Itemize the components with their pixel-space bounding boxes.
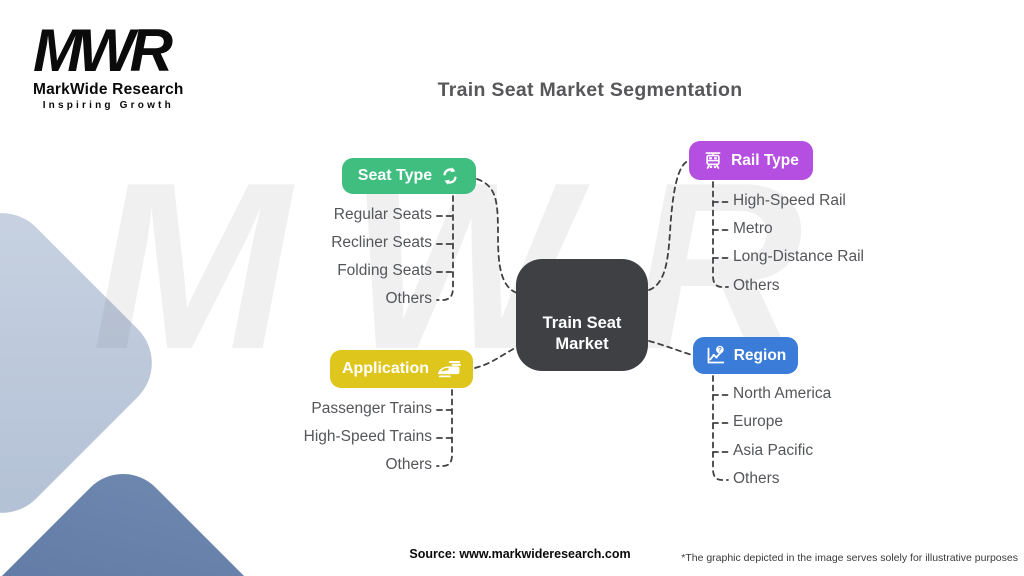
leaf-long-distance-rail: Long-Distance Rail — [733, 248, 864, 265]
leaf-europe: Europe — [733, 413, 783, 430]
branch-label-rail-type: Rail Type — [731, 151, 799, 169]
center-node-label: Train Seat Market — [542, 314, 622, 354]
logo: MWR MarkWide Research Inspiring Growth — [33, 17, 184, 112]
logo-tagline: Inspiring Growth — [42, 100, 174, 111]
leaf-metro: Metro — [733, 220, 773, 237]
bullet-train-icon — [437, 359, 462, 379]
leaf-region-others: Others — [733, 470, 780, 487]
source-text: Source: www.markwideresearch.com — [409, 547, 631, 561]
center-node-train-seat-market: Train Seat Market — [516, 259, 648, 371]
branch-node-application: Application — [330, 350, 473, 388]
disclaimer-text: *The graphic depicted in the image serve… — [681, 552, 1018, 564]
branch-node-region: ? Region — [693, 337, 798, 374]
sync-icon — [440, 166, 460, 186]
svg-text:?: ? — [718, 347, 722, 354]
leaf-asia-pacific: Asia Pacific — [733, 442, 814, 459]
leaf-high-speed-trains: High-Speed Trains — [303, 428, 432, 445]
page-title: Train Seat Market Segmentation — [437, 79, 743, 101]
logo-name: MarkWide Research — [33, 81, 184, 98]
leaf-seat-others: Others — [385, 290, 432, 307]
chart-question-icon: ? — [705, 345, 726, 366]
leaf-passenger-trains: Passenger Trains — [311, 400, 432, 417]
branch-label-seat-type: Seat Type — [357, 167, 433, 184]
leaf-north-america: North America — [733, 385, 832, 402]
tram-icon — [703, 151, 723, 171]
leaf-folding-seats: Folding Seats — [337, 262, 432, 279]
logo-mark: MWR — [33, 17, 173, 84]
branch-node-seat-type: Seat Type — [342, 158, 476, 194]
branch-label-application: Application — [341, 360, 430, 377]
branch-node-rail-type: Rail Type — [689, 141, 813, 180]
leaf-rail-others: Others — [733, 277, 780, 294]
leaf-high-speed-rail: High-Speed Rail — [733, 192, 846, 209]
branch-label-region: Region — [733, 346, 787, 364]
leaf-recliner-seats: Recliner Seats — [331, 234, 432, 251]
leaf-application-others: Others — [385, 456, 432, 473]
leaf-regular-seats: Regular Seats — [333, 206, 432, 223]
